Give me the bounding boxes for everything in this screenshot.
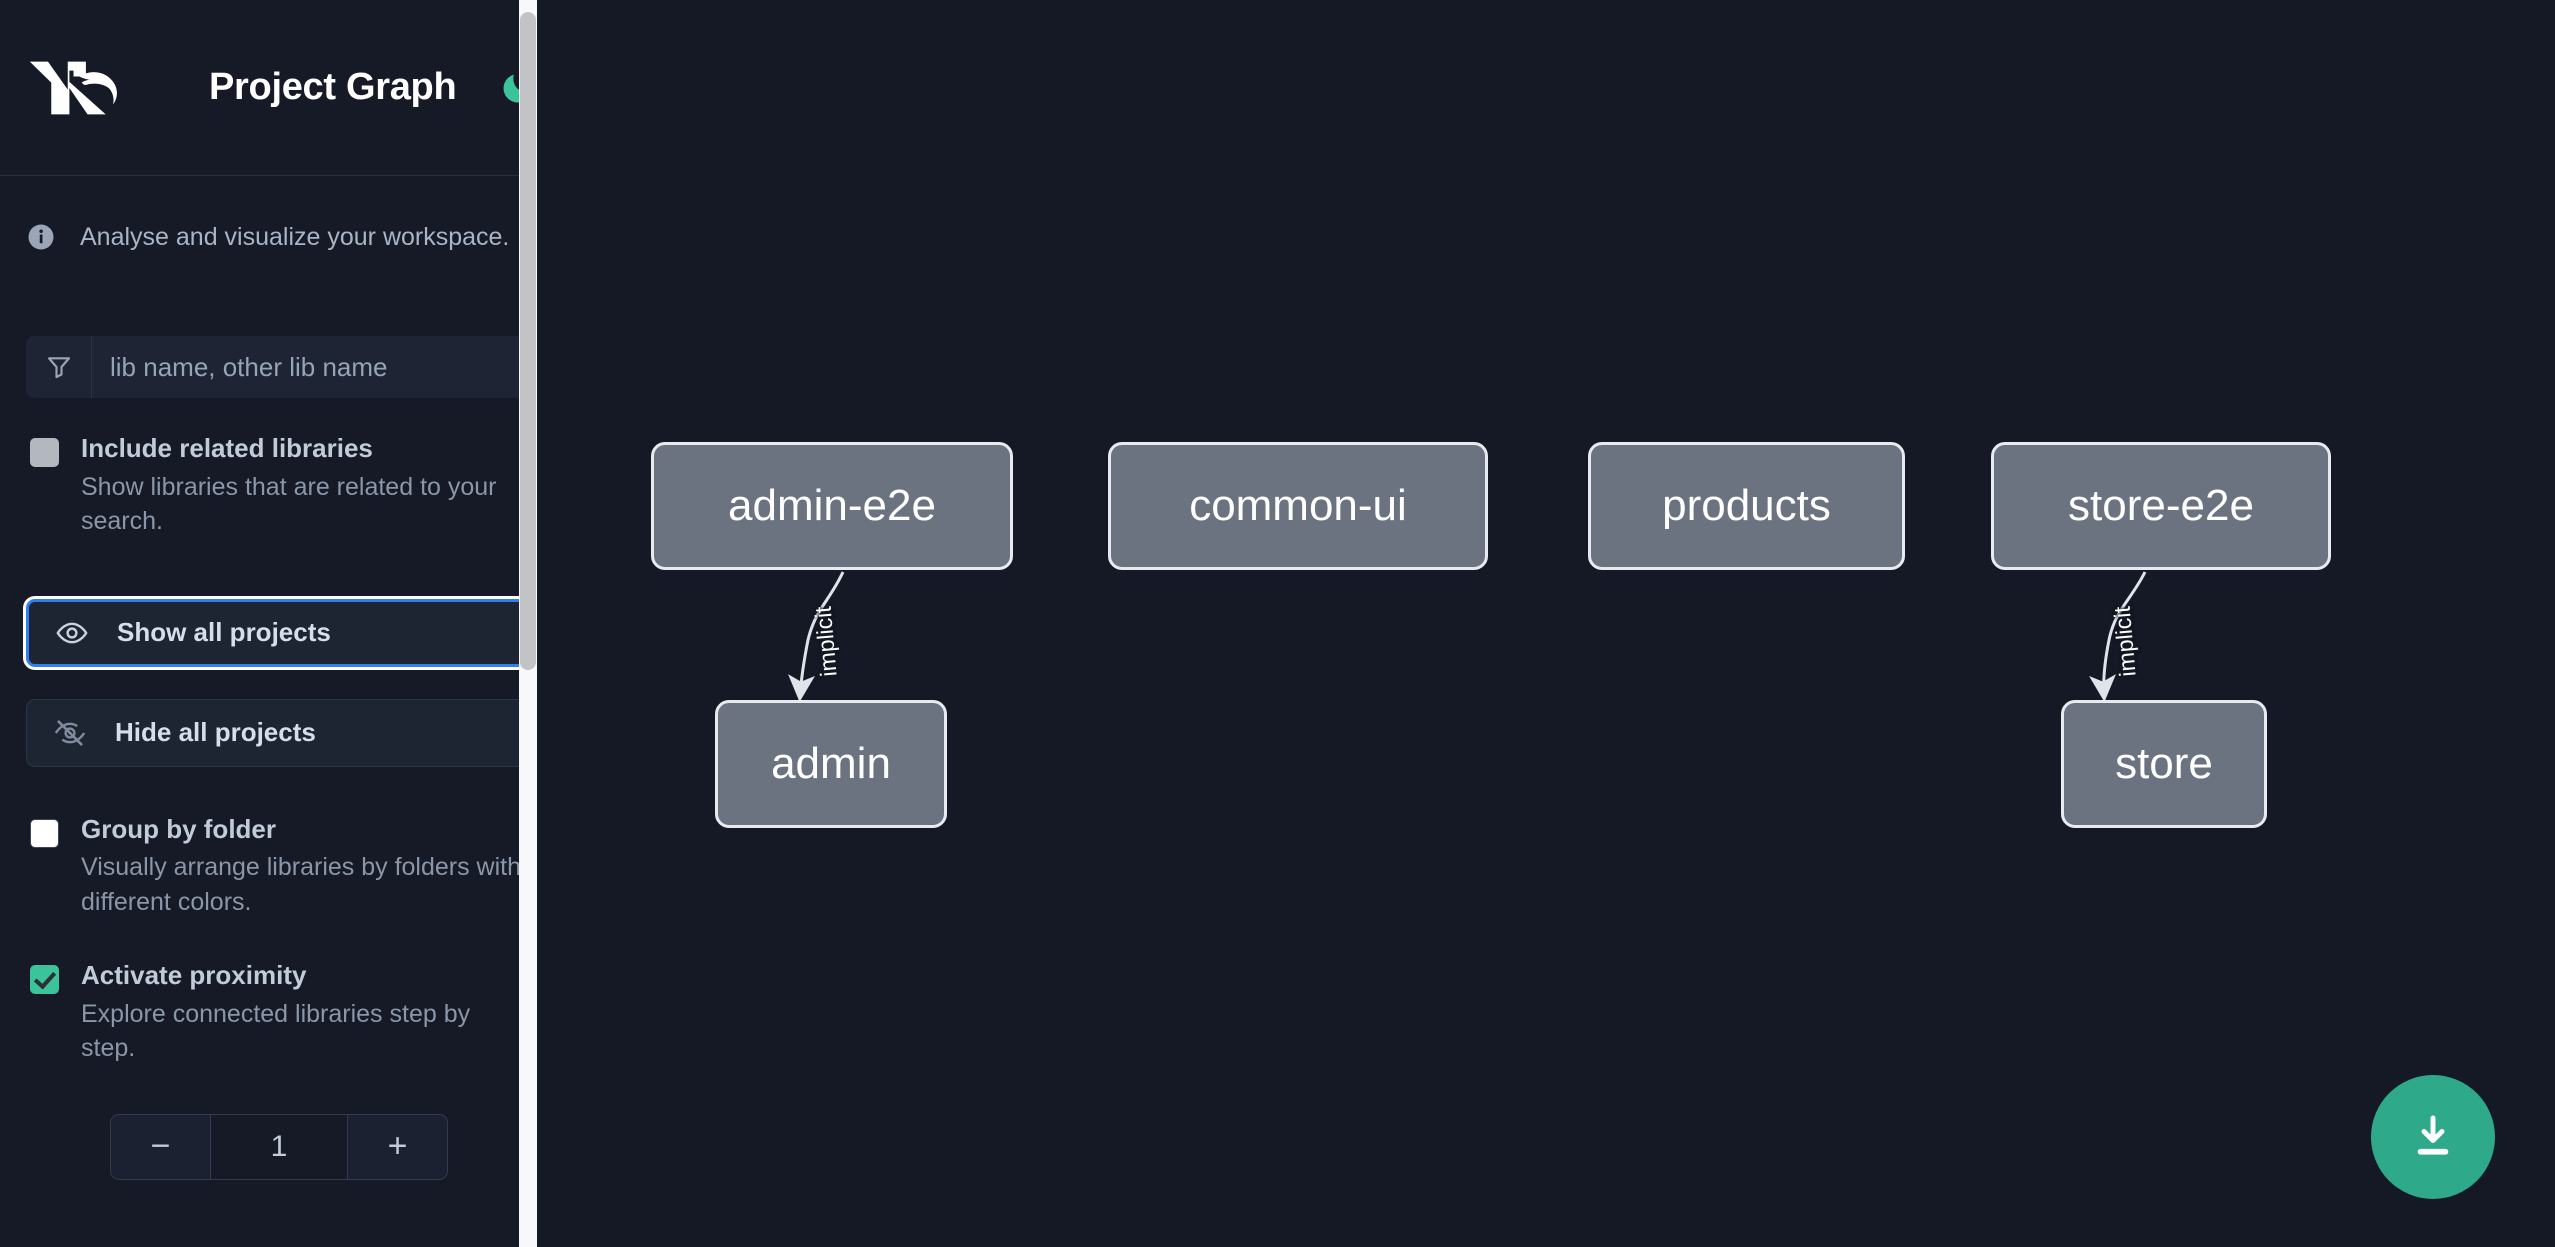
sidebar-header: Project Graph xyxy=(0,0,553,176)
nx-logo-icon xyxy=(26,55,126,121)
option-group-by-folder[interactable]: Group by folder Visually arrange librari… xyxy=(0,767,553,920)
graph-node-label: store xyxy=(2115,739,2213,788)
option-label: Activate proximity xyxy=(81,960,307,990)
filter-input-group[interactable] xyxy=(26,336,527,398)
checkbox-include-related-libraries[interactable] xyxy=(30,438,59,467)
eye-off-icon xyxy=(53,716,91,750)
checkbox-group-by-folder[interactable] xyxy=(30,818,59,848)
funnel-icon xyxy=(26,336,92,398)
search-input[interactable] xyxy=(92,336,527,398)
checkbox-activate-proximity[interactable] xyxy=(30,965,59,994)
graph-node-label: common-ui xyxy=(1189,481,1407,530)
graph-edges xyxy=(788,571,2147,702)
graph-node-admin[interactable]: admin xyxy=(715,700,947,828)
hide-all-projects-button[interactable]: Hide all projects xyxy=(26,698,527,767)
hide-all-projects-wrap: Hide all projects xyxy=(0,698,553,767)
graph-node-label: admin xyxy=(771,739,891,788)
option-include-related-libraries[interactable]: Include related libraries Show libraries… xyxy=(0,398,553,539)
hide-all-projects-label: Hide all projects xyxy=(115,717,316,747)
graph-node-store-e2e[interactable]: store-e2e xyxy=(1991,442,2331,570)
graph-edge-label: implicit xyxy=(809,605,842,678)
page-title: Project Graph xyxy=(209,66,457,108)
stepper-value: 1 xyxy=(211,1114,347,1179)
stepper-increment-button[interactable]: + xyxy=(347,1114,447,1179)
sidebar: Project Graph Analyse and visualize your… xyxy=(0,0,553,1247)
option-description: Show libraries that are related to your … xyxy=(81,472,497,536)
graph-canvas[interactable]: admin-e2e common-ui products store-e2e admin… xyxy=(553,0,2555,1247)
graph-node-admin-e2e[interactable]: admin-e2e xyxy=(651,442,1013,570)
graph-edge-label: implicit xyxy=(2108,605,2141,678)
show-all-projects-wrap: Show all projects xyxy=(0,598,553,667)
graph-node-common-ui[interactable]: common-ui xyxy=(1108,442,1488,570)
option-label: Group by folder xyxy=(81,813,276,844)
sidebar-body: Analyse and visualize your workspace. In… xyxy=(0,176,553,1180)
graph-node-label: store-e2e xyxy=(2068,481,2254,530)
download-icon xyxy=(2406,1109,2460,1166)
workspace-hint-text: Analyse and visualize your workspace. xyxy=(80,222,510,251)
graph-node-store[interactable]: store xyxy=(2061,700,2267,828)
sidebar-scrollbar-thumb[interactable] xyxy=(520,12,536,670)
graph-node-label: admin-e2e xyxy=(728,481,936,530)
stepper-decrement-button[interactable]: − xyxy=(111,1114,211,1179)
workspace-hint: Analyse and visualize your workspace. xyxy=(0,176,553,252)
option-activate-proximity[interactable]: Activate proximity Explore connected lib… xyxy=(0,919,553,1066)
option-label: Include related libraries xyxy=(81,433,373,463)
show-all-projects-label: Show all projects xyxy=(117,617,331,647)
show-all-projects-button[interactable]: Show all projects xyxy=(26,598,527,667)
proximity-stepper: − 1 + xyxy=(110,1113,448,1180)
sidebar-edge xyxy=(537,0,553,1247)
option-description: Explore connected libraries step by step… xyxy=(81,999,471,1063)
graph-node-label: products xyxy=(1662,481,1831,530)
sidebar-scrollbar-track[interactable] xyxy=(519,0,537,1247)
info-icon xyxy=(26,222,56,252)
eye-icon xyxy=(55,616,93,650)
option-description: Visually arrange libraries by folders wi… xyxy=(81,853,522,916)
download-graph-button[interactable] xyxy=(2371,1075,2495,1199)
graph-node-products[interactable]: products xyxy=(1588,442,1905,570)
